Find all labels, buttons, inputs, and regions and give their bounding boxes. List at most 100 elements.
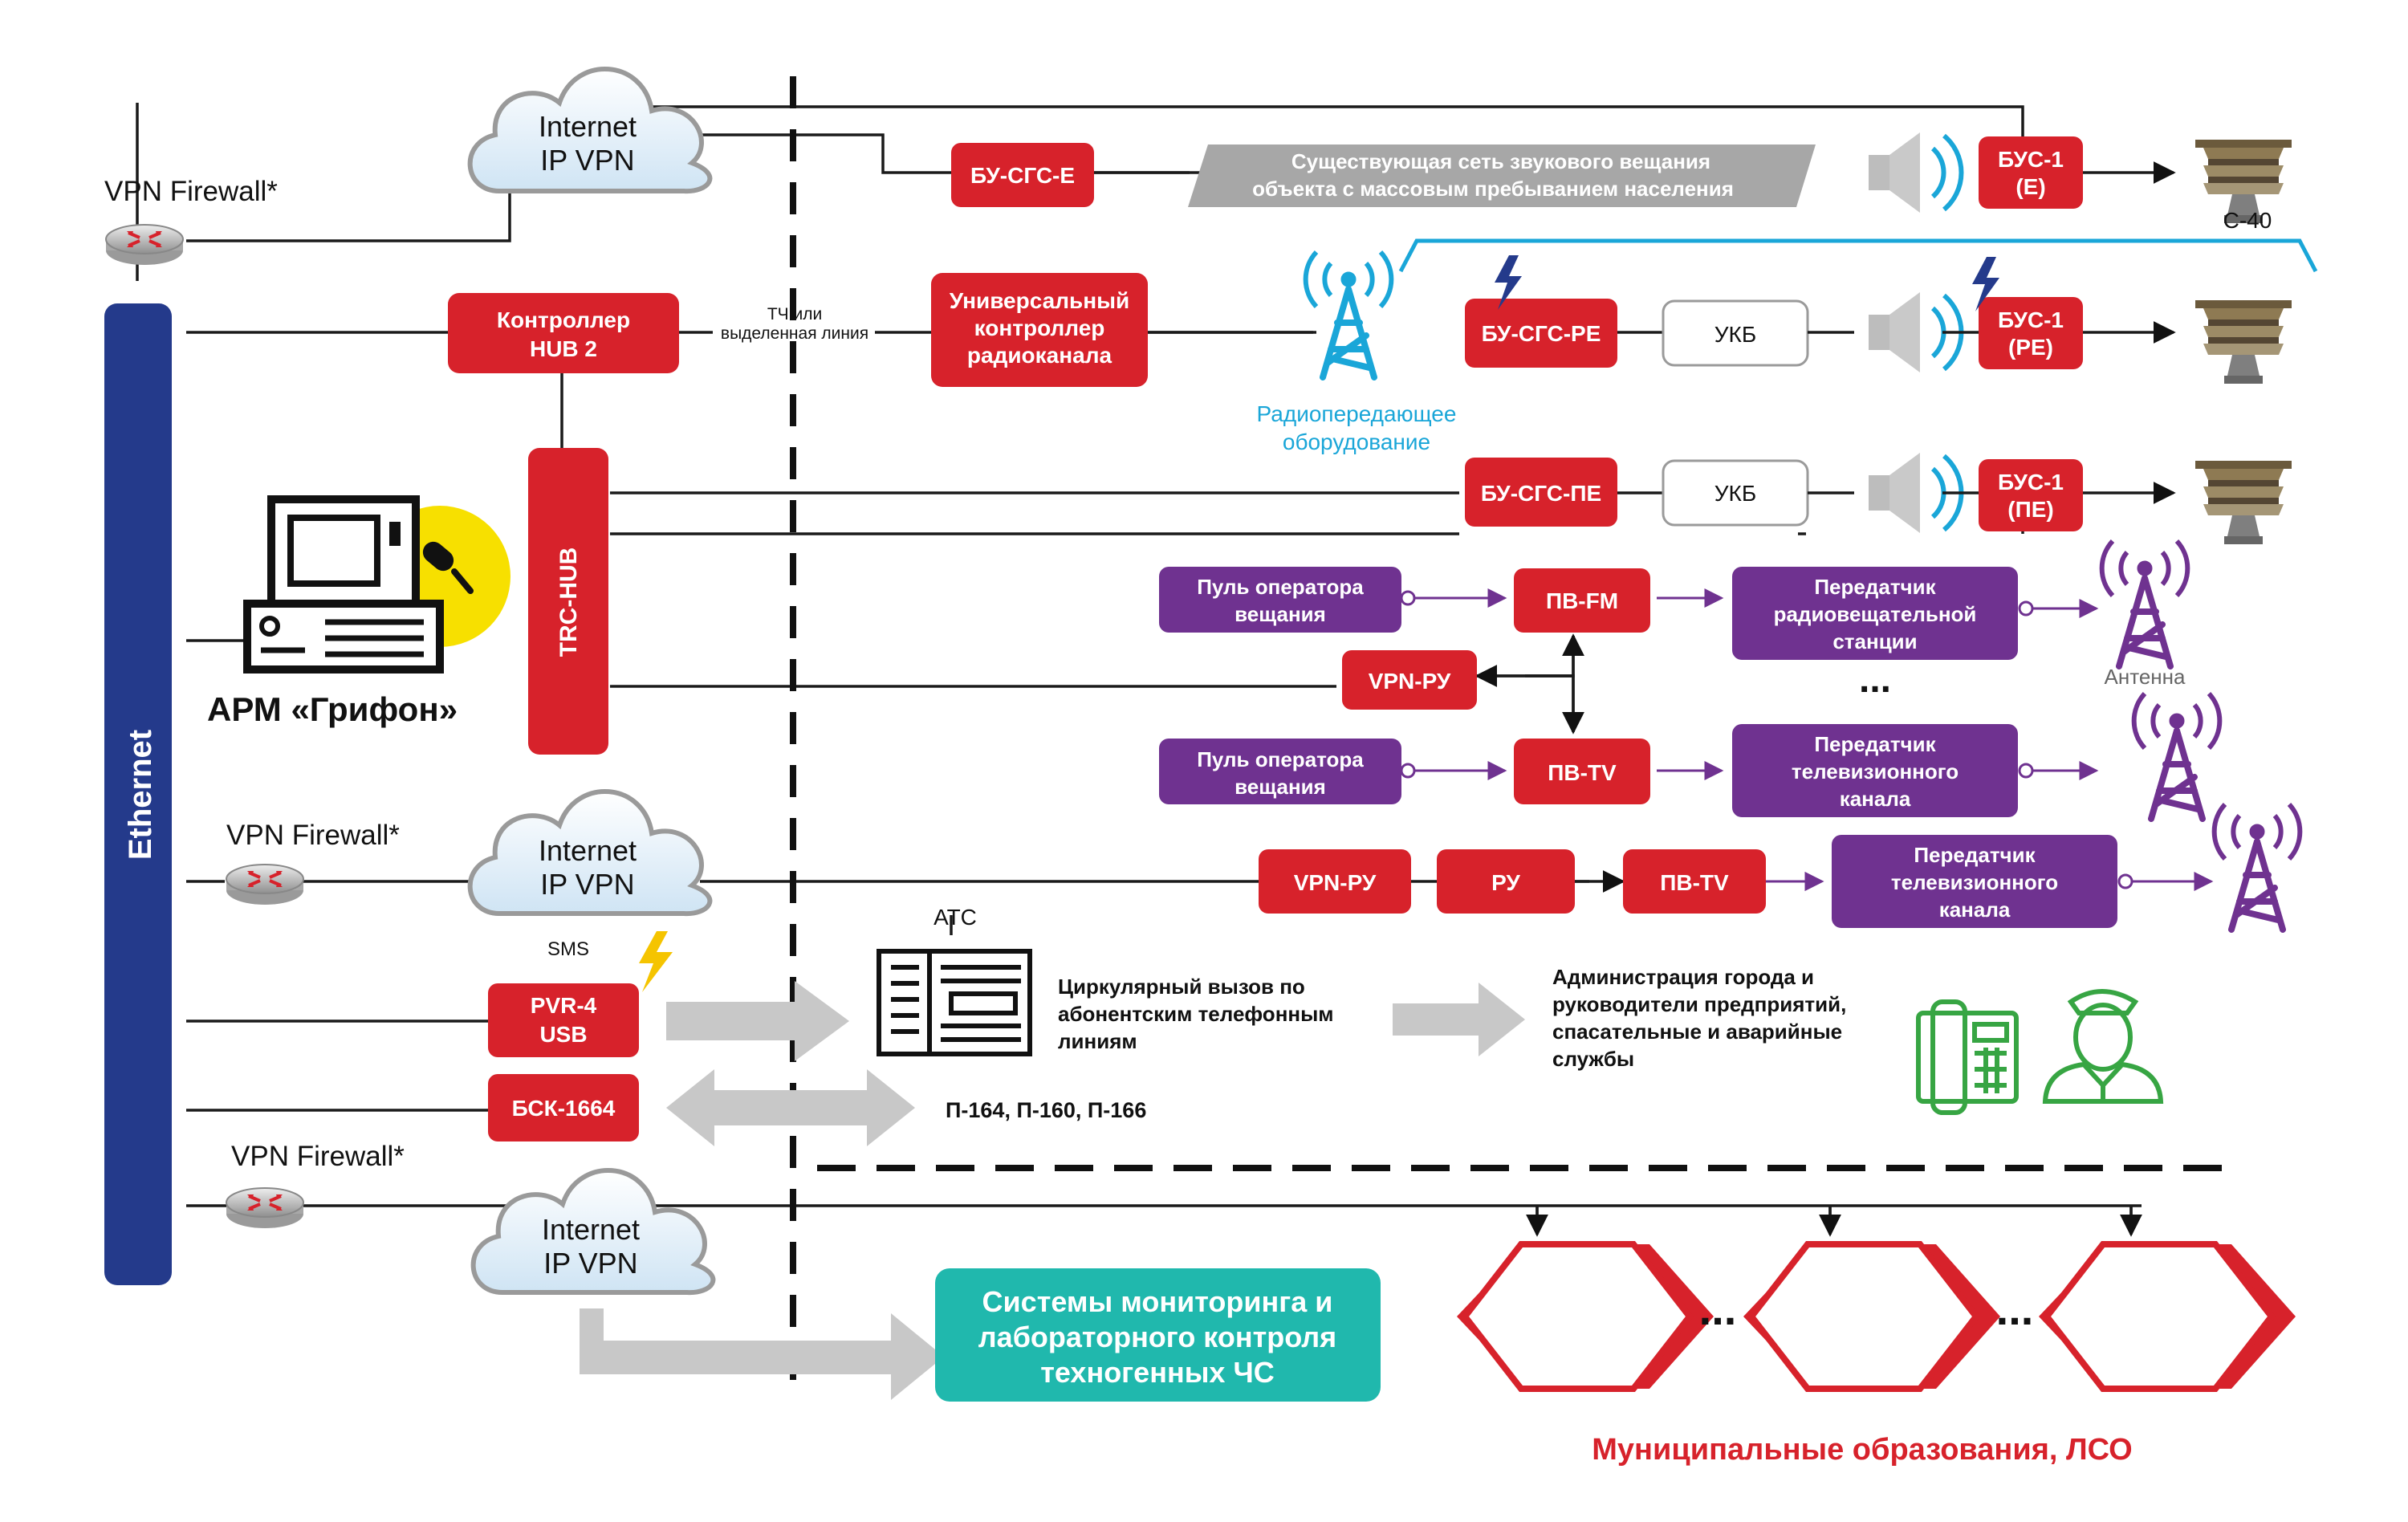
lightning-icon	[1495, 255, 1522, 310]
bus-1-pe-line2: (ПЕ)	[2007, 497, 2053, 522]
hub2-line2: HUB 2	[530, 336, 597, 361]
router-icon	[225, 1186, 305, 1230]
banner-line2: объекта с массовым пребыванием населения	[1252, 177, 1734, 201]
connection-lines	[136, 103, 2142, 1228]
arm-label: АРМ «Грифон»	[207, 690, 458, 728]
existing-network-banner	[1188, 144, 1816, 207]
ru-box[interactable]	[1437, 849, 1575, 914]
bu-sgs-re-label: БУ-СГС-РЕ	[1482, 321, 1601, 346]
operator-console-2-box[interactable]	[1159, 739, 1401, 804]
router-icon	[104, 223, 185, 267]
bus-1-re-box[interactable]	[1979, 297, 2083, 369]
ukb-label-row2: УКБ	[1714, 322, 1756, 347]
municipal-ellipsis-2: ...	[1996, 1284, 2034, 1334]
pv-fm-box[interactable]	[1514, 568, 1650, 633]
vpn-firewall-top-label: VPN Firewall*	[104, 176, 278, 207]
cloud-mid-line1: Internet	[539, 834, 637, 867]
pv-tv-label: ПВ-TV	[1548, 760, 1617, 785]
bu-sgs-pe-box[interactable]	[1465, 458, 1617, 527]
tx-tv-ip-box[interactable]	[1832, 835, 2117, 928]
antenna-icon	[2134, 694, 2220, 819]
desk-phone-icon	[1916, 999, 2019, 1115]
arrow-lines	[1474, 161, 2176, 1237]
ru-label: РУ	[1491, 870, 1520, 895]
router-icon	[225, 863, 305, 906]
tch-line1: ТЧ или	[767, 305, 822, 324]
pvr-line1: PVR-4	[531, 993, 597, 1018]
monitoring-line1: Системы мониторинга и	[982, 1285, 1333, 1318]
tx-tv-ip-line3: канала	[1939, 897, 2011, 922]
bu-sgs-e-label: БУ-СГС-Е	[970, 163, 1075, 188]
pvr-line2: USB	[539, 1022, 587, 1047]
monitoring-line2: лабораторного контроля	[978, 1321, 1336, 1353]
tx-radio-line1: Передатчик	[1814, 575, 1936, 599]
tx-tv-ip-line2: телевизионного	[1891, 870, 2058, 894]
broadcast-flow-dots	[1400, 590, 2133, 889]
bu-sgs-pe-label: БУ-СГС-ПЕ	[1481, 481, 1601, 506]
banner-line1: Существующая сеть звукового вещания	[1291, 149, 1710, 173]
vpn-firewall-bottom-label: VPN Firewall*	[231, 1141, 405, 1172]
universal-radio-controller-box[interactable]	[931, 273, 1148, 387]
tx-tv-line3: канала	[1840, 787, 1911, 811]
vpn-ru-ip-box[interactable]	[1259, 849, 1411, 914]
broadcast-ellipsis: ...	[1859, 658, 1891, 701]
tx-radio-box[interactable]	[1732, 567, 2018, 660]
bu-sgs-e-box[interactable]	[951, 143, 1094, 207]
radio-equipment-line1: Радиопередающее	[1257, 401, 1457, 426]
univ-line2: контроллер	[974, 315, 1105, 340]
pv-tv-box[interactable]	[1514, 739, 1650, 804]
vpn-ru-label: VPN-РУ	[1369, 669, 1451, 694]
gray-arrow-to-admin	[1393, 983, 1525, 1056]
bus-1-pe-box[interactable]	[1979, 459, 2083, 531]
console2-line2: вещания	[1235, 775, 1326, 799]
hub2-controller-box[interactable]	[448, 293, 679, 373]
vpn-ru-box[interactable]	[1342, 650, 1477, 710]
bsk-models: П-164, П-160, П-166	[946, 1098, 1146, 1122]
console1-line2: вещания	[1235, 602, 1326, 626]
tx-radio-line2: радиовещательной	[1774, 602, 1977, 626]
cloud-top-line1: Internet	[539, 110, 637, 143]
pvr-4-usb-box[interactable]	[488, 983, 639, 1057]
municipal-hex-3[interactable]	[2039, 1244, 2296, 1389]
trc-hub-box[interactable]	[528, 448, 608, 755]
officer-icon	[2042, 989, 2164, 1104]
tch-line2: выделенная линия	[721, 324, 868, 343]
bsk-label: БСК-1664	[512, 1096, 616, 1121]
cloud-mid-line2: IP VPN	[540, 868, 634, 901]
univ-line3: радиоканала	[967, 343, 1112, 368]
console1-line1: Пуль оператора	[1197, 575, 1364, 599]
antenna-label: Антенна	[2105, 665, 2186, 689]
lightning-icon	[1972, 257, 1999, 311]
radio-tower-icon	[1306, 252, 1392, 377]
bsk-1664-box[interactable]	[488, 1074, 639, 1142]
bus-1-e-line1: БУС-1	[1998, 147, 2064, 172]
lightning-icon	[639, 931, 673, 992]
pv-tv-ip-label: ПВ-TV	[1660, 870, 1729, 895]
ukb-label-row3: УКБ	[1714, 481, 1756, 506]
pv-tv-ip-box[interactable]	[1623, 849, 1766, 914]
speaker-icon	[1869, 132, 1961, 213]
admin-line4: службы	[1552, 1047, 1634, 1071]
bus-1-re-line2: (РЕ)	[2008, 335, 2053, 360]
admin-line2: руководители предприятий,	[1552, 992, 1846, 1016]
cloud-bottom-line1: Internet	[542, 1213, 640, 1246]
antenna-icon	[2102, 541, 2188, 666]
bu-sgs-re-box[interactable]	[1465, 299, 1617, 368]
tx-tv-box[interactable]	[1732, 724, 2018, 817]
municipal-hex-1[interactable]	[1457, 1244, 1714, 1389]
bus-1-pe-line1: БУС-1	[1998, 470, 2064, 494]
admin-line3: спасательные и аварийные	[1552, 1019, 1842, 1044]
operator-console-1-box[interactable]	[1159, 567, 1401, 633]
hub2-line1: Контроллер	[497, 307, 630, 332]
admin-line1: Администрация города и	[1552, 965, 1814, 989]
univ-line1: Универсальный	[950, 288, 1130, 313]
monitoring-systems-box[interactable]	[935, 1268, 1381, 1402]
municipal-ellipsis-1: ...	[1699, 1284, 1737, 1334]
bus-1-e-box[interactable]	[1979, 136, 2083, 209]
atc-call-line3: линиям	[1058, 1029, 1137, 1053]
gray-double-arrow	[666, 1069, 915, 1146]
telephone-exchange-icon	[877, 949, 1032, 1056]
antenna-icon	[2215, 804, 2300, 930]
municipal-hex-2[interactable]	[1743, 1244, 2000, 1389]
siren-icon	[2195, 300, 2292, 384]
